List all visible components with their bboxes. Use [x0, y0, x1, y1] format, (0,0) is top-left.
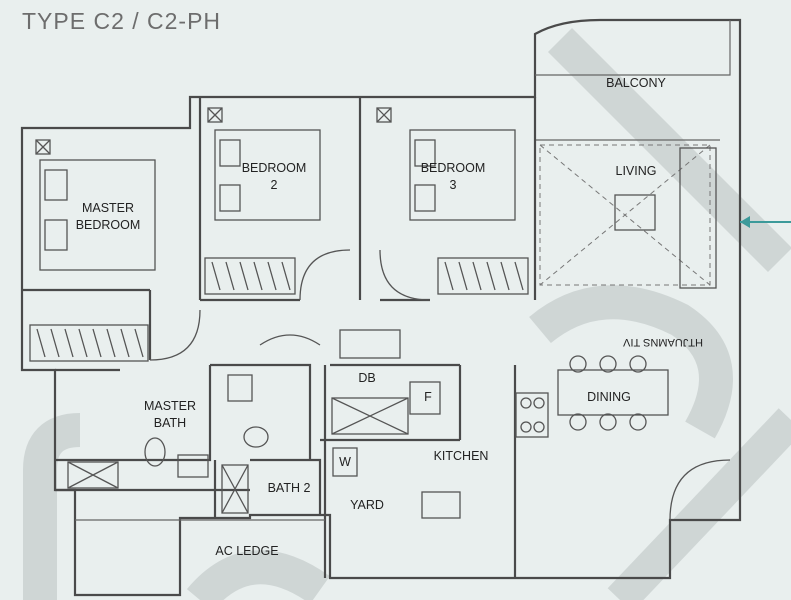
label-bath2: BATH 2 [268, 481, 311, 495]
label-balcony: BALCONY [606, 76, 666, 90]
fixtures [67, 329, 669, 519]
label-kitchen: KITCHEN [434, 449, 489, 463]
label-master-bath-line1: MASTER [144, 399, 196, 413]
entrance-arrow-icon [740, 216, 791, 228]
label-bedroom2-line1: BEDROOM [242, 161, 307, 175]
label-living: LIVING [616, 164, 657, 178]
doors [149, 249, 731, 521]
label-master-bedroom-line2: BEDROOM [76, 218, 141, 232]
label-f: F [424, 390, 432, 404]
label-dining: DINING [587, 390, 631, 404]
label-ac-ledge: AC LEDGE [215, 544, 278, 558]
living-area [539, 144, 717, 289]
label-yard: YARD [350, 498, 384, 512]
label-w: W [339, 455, 351, 469]
label-bedroom2-line2: 2 [271, 178, 278, 192]
label-hwuldh: HTJUAMNS TIV [622, 336, 703, 348]
walls [20, 18, 742, 597]
watermark [23, 27, 791, 600]
room-labels: BALCONY LIVING BEDROOM 2 BEDROOM 3 MASTE… [76, 76, 703, 558]
plan-title: TYPE C2 / C2-PH [22, 8, 222, 34]
label-master-bedroom-line1: MASTER [82, 201, 134, 215]
beds [35, 107, 516, 271]
wardrobes [29, 257, 529, 362]
label-master-bath-line2: BATH [154, 416, 186, 430]
label-bedroom3-line1: BEDROOM [421, 161, 486, 175]
label-bedroom3-line2: 3 [450, 178, 457, 192]
label-db: DB [358, 371, 375, 385]
